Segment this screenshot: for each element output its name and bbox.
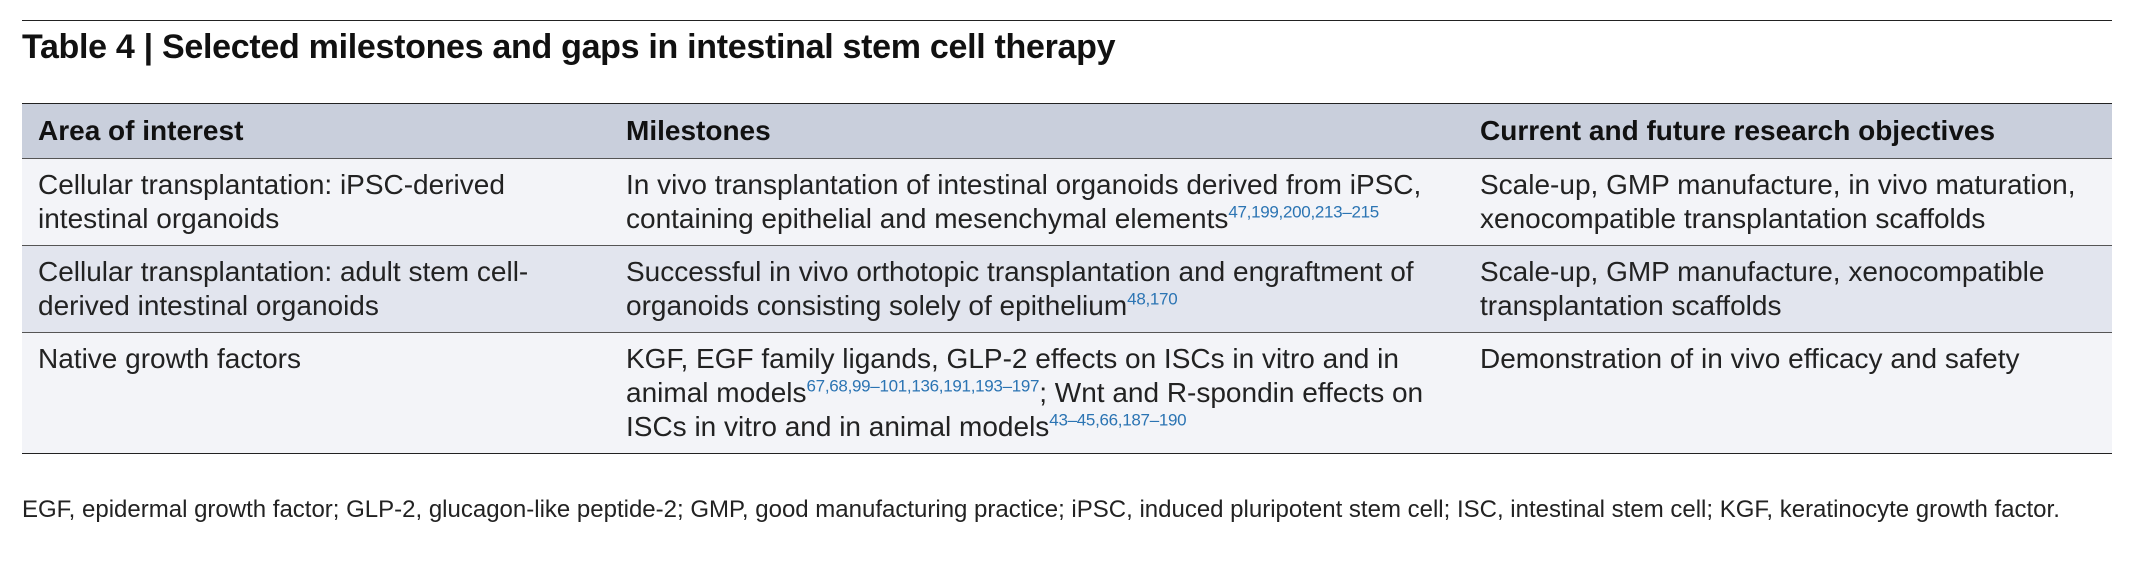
cell-research-objectives: Scale-up, GMP manufacture, xenocompatibl…: [1464, 245, 2112, 333]
table-header-row: Area of interest Milestones Current and …: [22, 103, 2112, 159]
cell-area-of-interest: Native growth factors: [22, 332, 610, 454]
milestone-text: ; Wnt and R-spondin effects on ISCs in v…: [626, 377, 1424, 442]
cell-research-objectives: Scale-up, GMP manufacture, in vivo matur…: [1464, 158, 2112, 246]
cell-milestones: In vivo transplantation of intestinal or…: [610, 158, 1464, 246]
reference-citation-link[interactable]: 48,170: [1127, 289, 1178, 309]
reference-citation-link[interactable]: 43–45,66,187–190: [1049, 410, 1187, 430]
milestones-table: Area of interest Milestones Current and …: [22, 103, 2112, 454]
milestone-text: Successful in vivo orthotopic transplant…: [626, 256, 1414, 321]
cell-milestones: Successful in vivo orthotopic transplant…: [610, 245, 1464, 333]
table-row: Cellular transplantation: adult stem cel…: [22, 245, 2112, 333]
reference-citation-link[interactable]: 67,68,99–101,136,191,193–197: [806, 376, 1040, 396]
cell-research-objectives: Demonstration of in vivo efficacy and sa…: [1464, 332, 2112, 454]
cell-area-of-interest: Cellular transplantation: adult stem cel…: [22, 245, 610, 333]
column-header-milestones: Milestones: [610, 103, 1464, 159]
cell-milestones: KGF, EGF family ligands, GLP-2 effects o…: [610, 332, 1464, 454]
column-header-area: Area of interest: [22, 103, 610, 159]
table-title: Table 4 | Selected milestones and gaps i…: [22, 28, 1116, 66]
reference-citation-link[interactable]: 47,199,200,213–215: [1228, 202, 1379, 222]
table-footnote: EGF, epidermal growth factor; GLP-2, glu…: [22, 496, 2060, 523]
top-rule: [22, 20, 2112, 21]
milestone-text: KGF, EGF family ligands, GLP-2 effects o…: [626, 343, 1399, 408]
column-header-objectives: Current and future research objectives: [1464, 103, 2112, 159]
cell-area-of-interest: Cellular transplantation: iPSC-derived i…: [22, 158, 610, 246]
table-row: Cellular transplantation: iPSC-derived i…: [22, 158, 2112, 246]
milestone-text: In vivo transplantation of intestinal or…: [626, 169, 1422, 234]
